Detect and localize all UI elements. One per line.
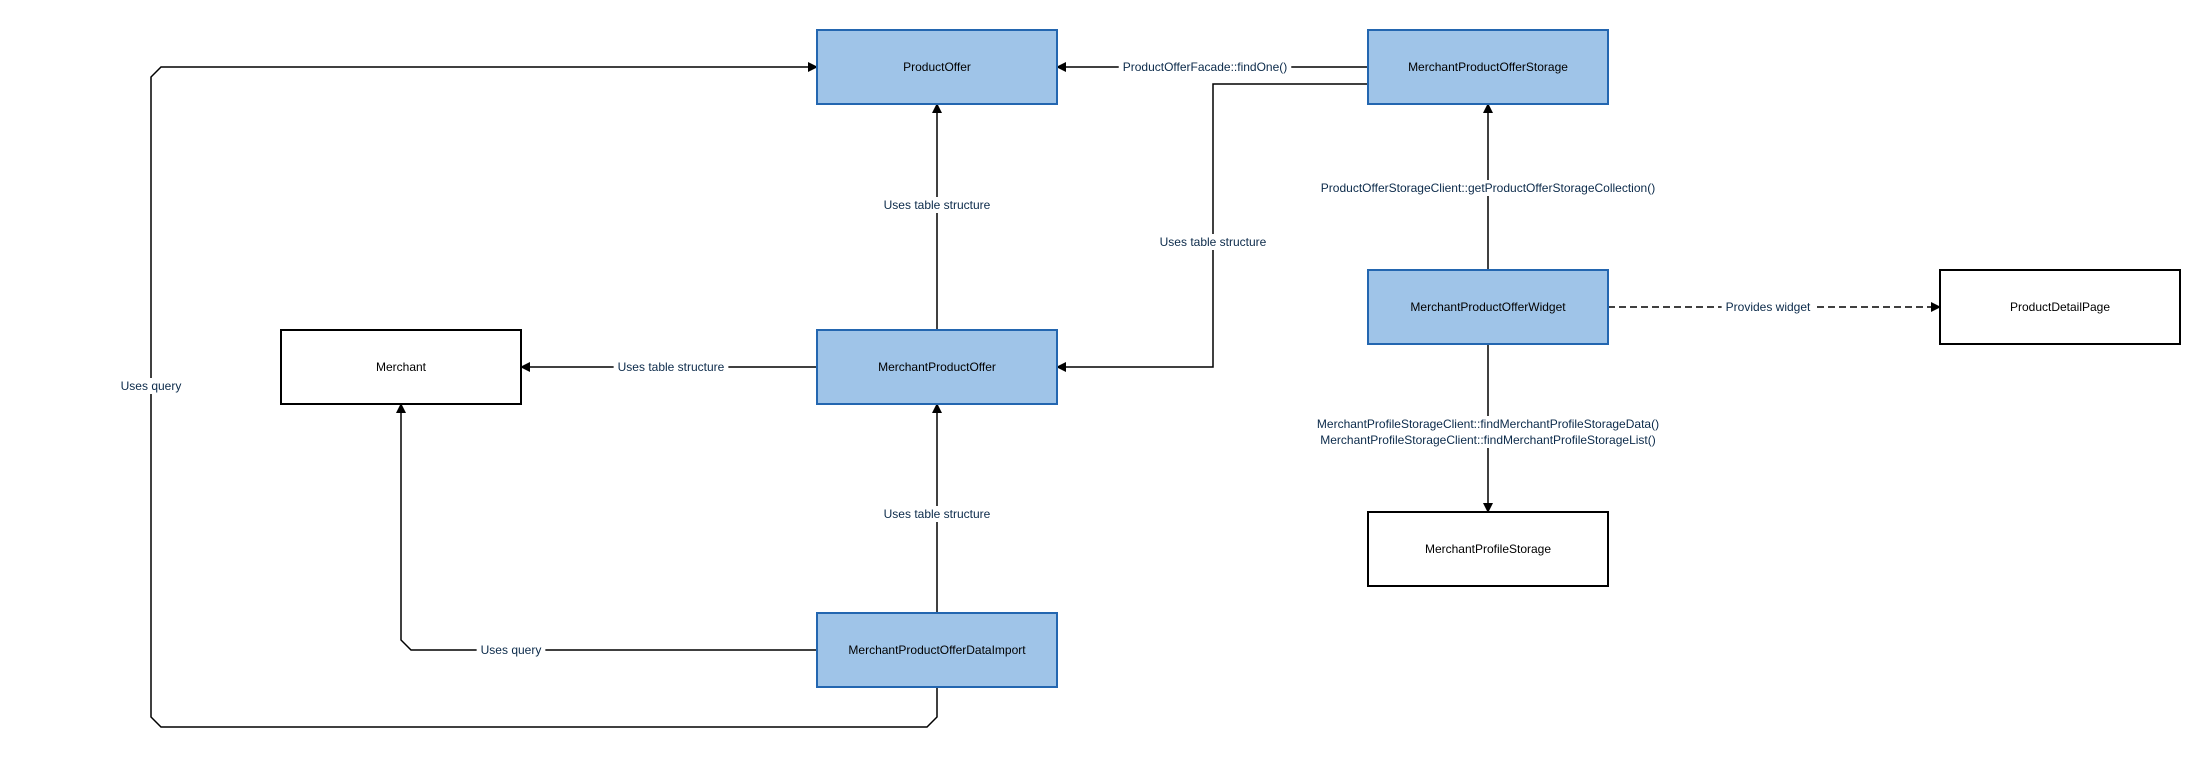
node-label: Merchant xyxy=(376,360,427,374)
node-label: MerchantProductOfferDataImport xyxy=(848,643,1026,657)
edge-mpo-to-offer: Uses table structure xyxy=(879,103,995,330)
edge-label: Uses table structure xyxy=(884,507,991,521)
edge-label: Uses table structure xyxy=(618,360,725,374)
edge-widget-to-storage: ProductOfferStorageClient::getProductOff… xyxy=(1316,103,1660,270)
edge-label-background xyxy=(1316,180,1660,196)
node-box xyxy=(280,329,522,405)
node-label: ProductOffer xyxy=(903,60,971,74)
edge-label: Uses table structure xyxy=(1160,235,1267,249)
edge-label: MerchantProfileStorageClient::findMercha… xyxy=(1320,433,1656,447)
node-merchant: Merchant xyxy=(280,329,522,405)
node-merchant-product-offer: MerchantProductOffer xyxy=(816,329,1058,405)
edge-import-to-mpo: Uses table structure xyxy=(879,403,995,613)
node-merchant-product-offer-storage: MerchantProductOfferStorage xyxy=(1367,29,1609,105)
edge-label-background xyxy=(1155,234,1271,250)
node-box xyxy=(1367,269,1609,345)
node-merchant-profile-storage: MerchantProfileStorage xyxy=(1367,511,1609,587)
edge-widget-to-profile-storage: MerchantProfileStorageClient::findMercha… xyxy=(1312,344,1664,513)
edge-label-background xyxy=(1721,299,1815,315)
edge-label: ProductOfferStorageClient::getProductOff… xyxy=(1321,181,1655,195)
node-product-offer: ProductOffer xyxy=(816,29,1058,105)
edge-label-background xyxy=(1312,416,1664,432)
node-box xyxy=(816,612,1058,688)
edge-line xyxy=(396,403,817,651)
edge-storage-to-offer: ProductOfferFacade::findOne() xyxy=(1056,59,1368,75)
node-label: MerchantProductOfferStorage xyxy=(1408,60,1568,74)
edge-storage-to-mpo: Uses table structure xyxy=(1056,83,1368,372)
edge-label-background xyxy=(1316,432,1660,448)
edge-label: Uses query xyxy=(481,643,542,657)
node-label: ProductDetailPage xyxy=(2010,300,2110,314)
edge-label: Uses query xyxy=(121,379,182,393)
edge-label-background xyxy=(879,197,995,213)
edges-layer: ProductOfferFacade::findOne()Uses table … xyxy=(116,59,1941,728)
edge-import-to-merchant: Uses query xyxy=(396,403,817,658)
nodes-layer: ProductOffer MerchantProductOfferStorageM… xyxy=(280,29,2181,688)
edge-label: ProductOfferFacade::findOne() xyxy=(1123,60,1288,74)
edge-label-background xyxy=(116,378,186,394)
edge-label-background xyxy=(476,642,546,658)
edge-line xyxy=(150,62,938,728)
node-box xyxy=(1367,511,1609,587)
edge-label-background xyxy=(613,359,729,375)
node-box xyxy=(1939,269,2181,345)
node-label: MerchantProductOffer xyxy=(878,360,996,374)
node-merchant-product-offer-data-import: MerchantProductOfferDataImport xyxy=(816,612,1058,688)
node-label: MerchantProfileStorage xyxy=(1425,542,1551,556)
edge-label: Uses table structure xyxy=(884,198,991,212)
node-box xyxy=(816,329,1058,405)
node-box xyxy=(816,29,1058,105)
edge-label-background xyxy=(1118,59,1292,75)
node-box xyxy=(1367,29,1609,105)
edge-label: Provides widget xyxy=(1726,300,1811,314)
edge-label: MerchantProfileStorageClient::findMercha… xyxy=(1317,417,1659,431)
edge-widget-to-detail-page: Provides widget xyxy=(1608,299,1941,315)
node-merchant-product-offer-widget: MerchantProductOfferWidget xyxy=(1367,269,1609,345)
node-product-detail-page: ProductDetailPage xyxy=(1939,269,2181,345)
edge-line xyxy=(1056,83,1368,372)
edge-import-to-offer: Uses query xyxy=(116,62,938,728)
edge-mpo-to-merchant: Uses table structure xyxy=(520,359,817,375)
node-label: MerchantProductOfferWidget xyxy=(1410,300,1566,314)
edge-label-background xyxy=(879,506,995,522)
